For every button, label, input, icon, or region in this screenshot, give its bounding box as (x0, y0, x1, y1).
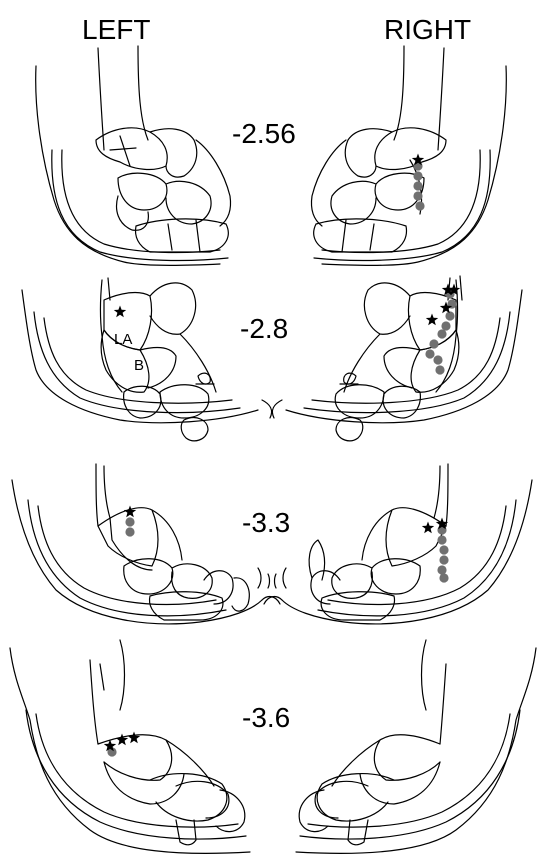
injection-dot-13 (433, 355, 442, 364)
injection-dot-19 (439, 545, 448, 554)
injection-dot-2 (413, 171, 422, 180)
injection-star-6 (426, 314, 438, 326)
injection-star-7 (124, 506, 136, 518)
section-3-right-outline (264, 464, 532, 624)
injection-dot-1 (413, 161, 422, 170)
injection-dot-5 (415, 201, 424, 210)
injection-dot-16 (125, 527, 134, 536)
injection-dot-9 (441, 321, 450, 330)
injection-dot-22 (439, 573, 448, 582)
section-1-right-outline (311, 46, 506, 265)
region-label-b: B (134, 357, 144, 374)
injection-dot-10 (437, 329, 446, 338)
section-3-left-outline (12, 464, 280, 624)
injection-dot-20 (439, 555, 448, 564)
region-label-la: LA (114, 331, 132, 348)
injection-dot-11 (429, 339, 438, 348)
section-4-right-outline (296, 640, 536, 853)
injection-dot-21 (437, 565, 446, 574)
injection-dot-4 (413, 191, 422, 200)
injection-site-markers (104, 154, 460, 757)
section-4-left-outline (10, 640, 250, 853)
section-2-left-outline: LA B (22, 278, 272, 441)
injection-dot-15 (125, 517, 134, 526)
injection-dot-14 (435, 365, 444, 374)
injection-dot-8 (445, 311, 454, 320)
injection-dot-3 (413, 181, 422, 190)
injection-star-8 (422, 522, 434, 534)
section-1-left-outline (36, 46, 231, 265)
injection-star-2 (114, 306, 126, 318)
injection-dot-18 (437, 535, 446, 544)
section-2-right-outline (272, 276, 522, 441)
injection-star-12 (128, 732, 140, 744)
injection-star-11 (116, 734, 128, 746)
injection-dot-12 (425, 349, 434, 358)
injection-dot-17 (437, 525, 446, 534)
